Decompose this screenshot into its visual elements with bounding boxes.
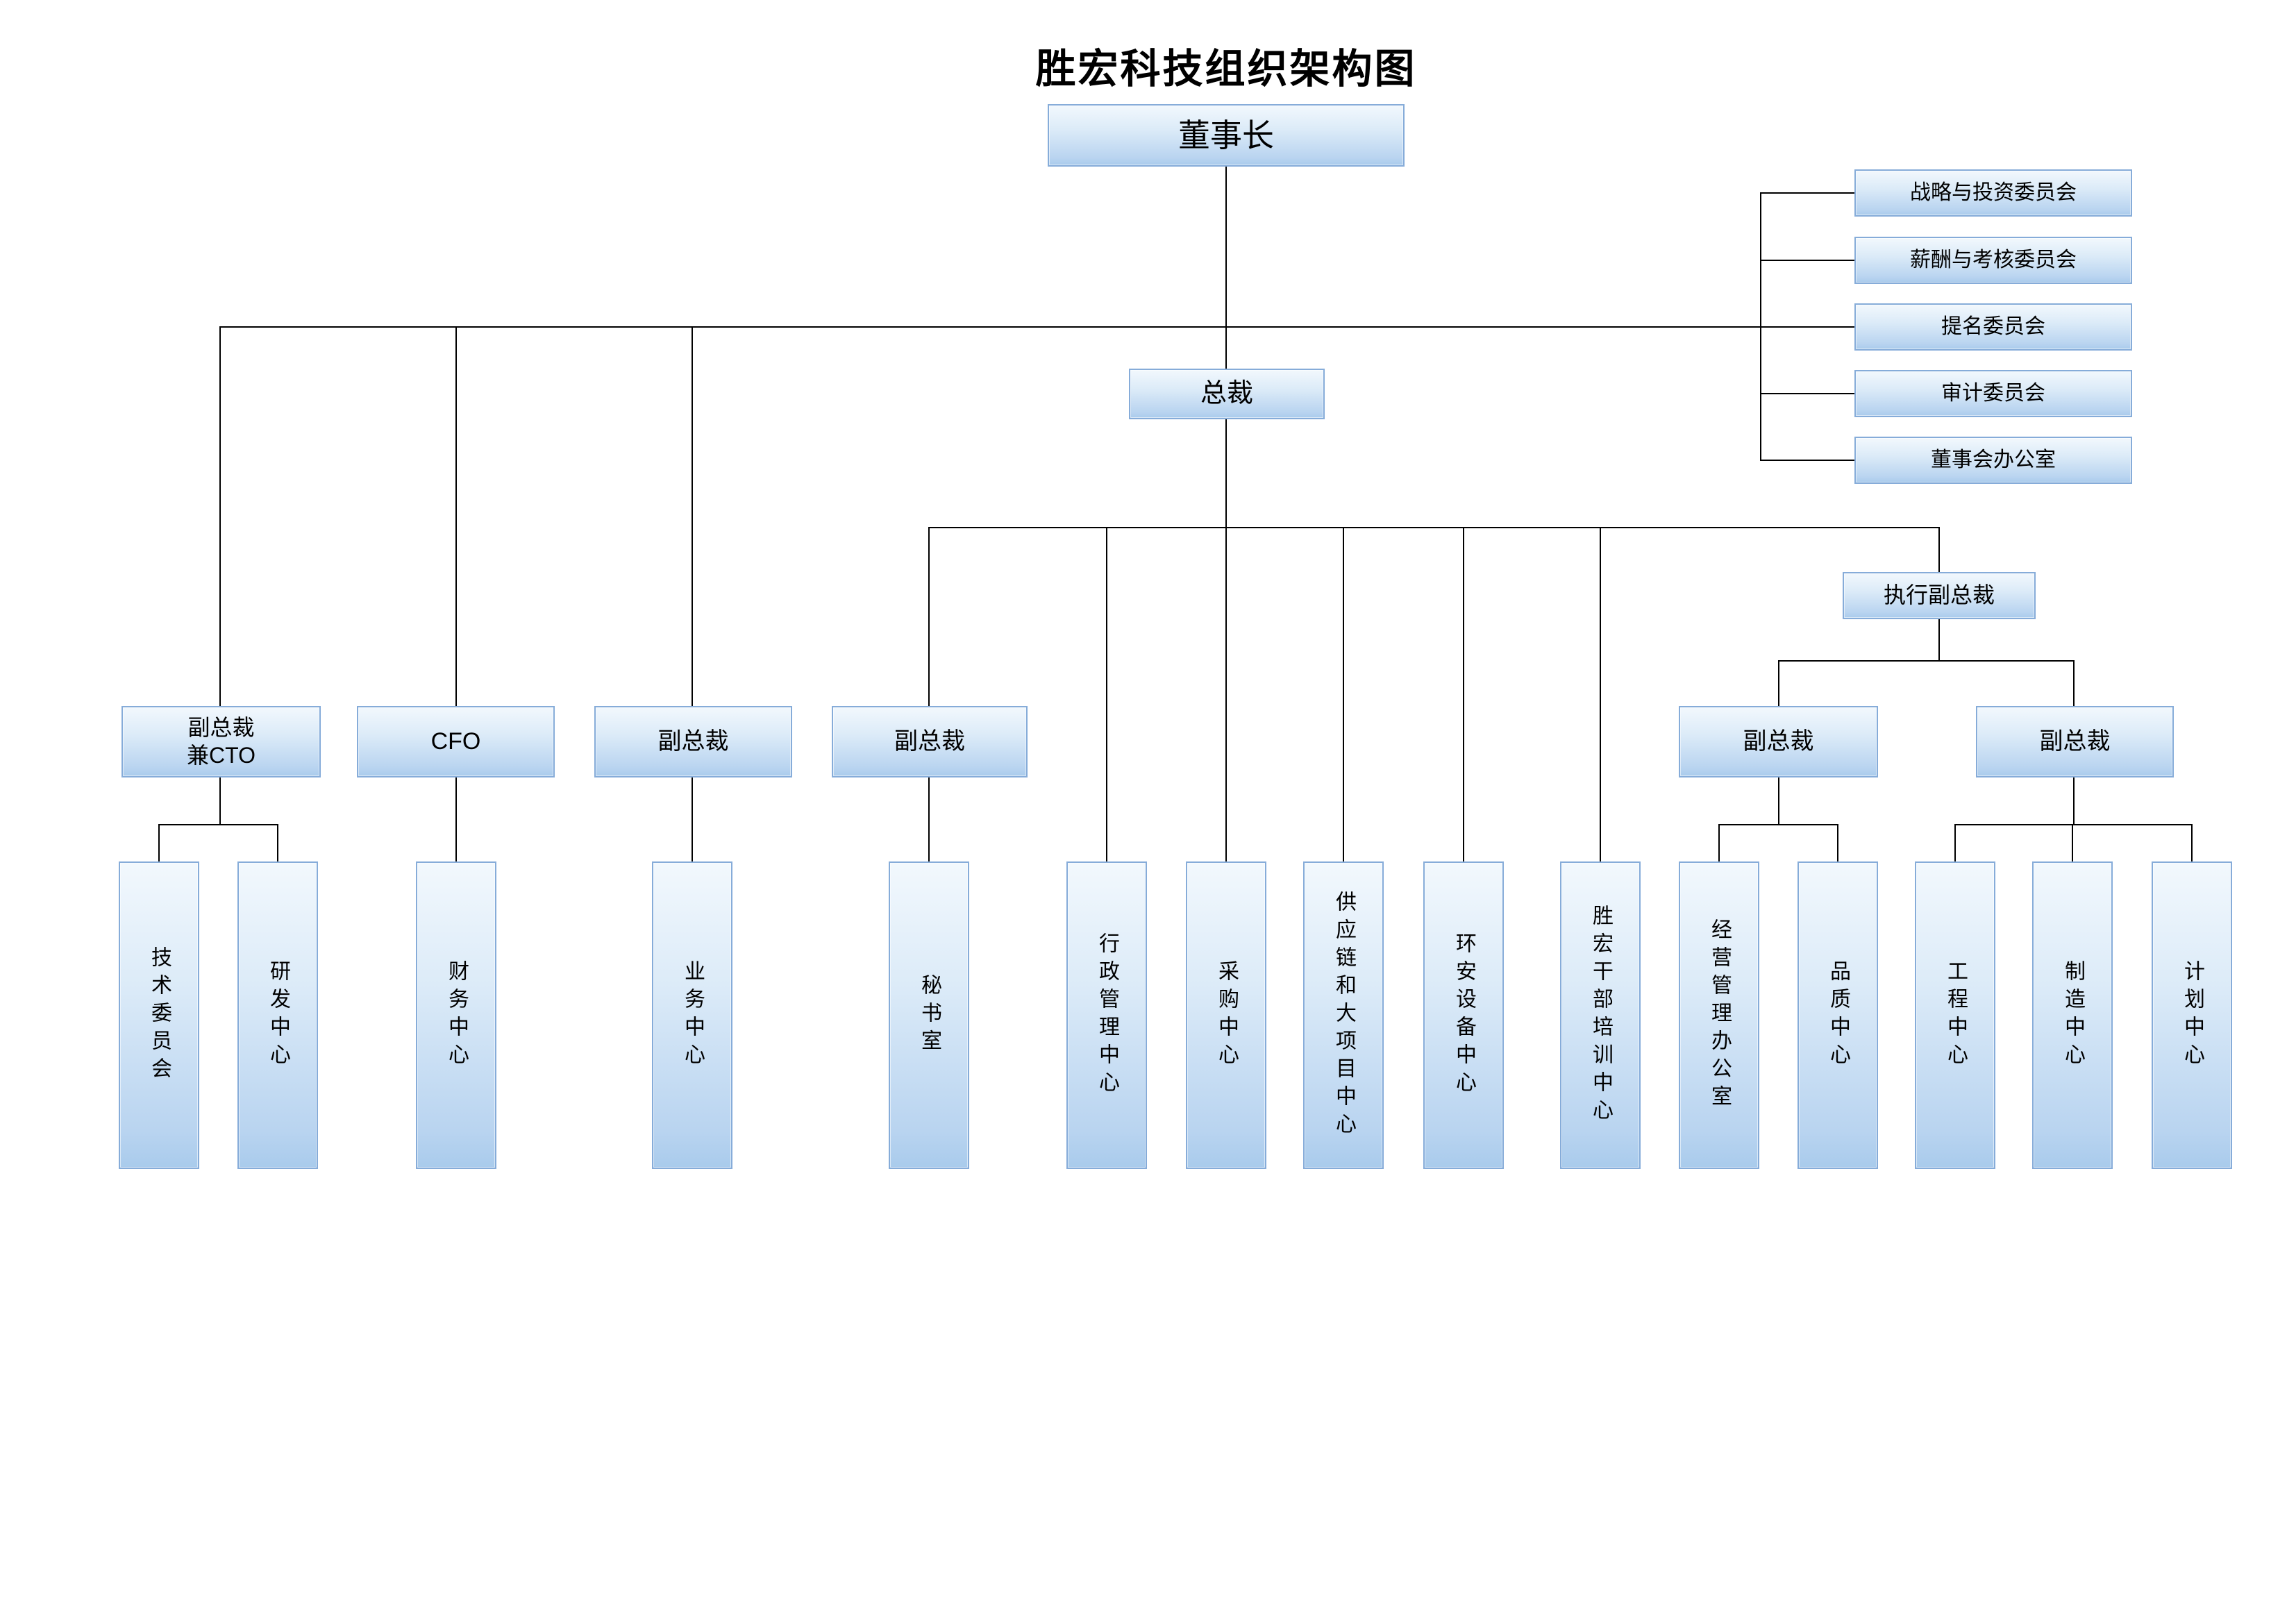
connector-line bbox=[455, 777, 457, 861]
connector-line bbox=[1954, 824, 2193, 825]
connector-line bbox=[1778, 660, 2075, 662]
connector-line bbox=[1225, 167, 1227, 369]
connector-line bbox=[1718, 825, 1720, 861]
connector-line bbox=[277, 825, 278, 861]
connector-line bbox=[1760, 460, 1854, 461]
node-dept-ehs-center: 环安设备中心 bbox=[1423, 861, 1504, 1169]
connector-line bbox=[1760, 193, 1761, 460]
connector-line bbox=[219, 326, 1854, 328]
node-dept-secretary-office: 秘书室 bbox=[889, 861, 969, 1169]
connector-line bbox=[219, 777, 221, 825]
connector-line bbox=[2191, 825, 2193, 861]
node-vp-a: 副总裁 bbox=[594, 706, 792, 777]
connector-line bbox=[455, 327, 457, 706]
connector-line bbox=[1760, 192, 1854, 194]
node-president: 总裁 bbox=[1129, 369, 1325, 419]
connector-line bbox=[1954, 825, 1956, 861]
connector-line bbox=[1760, 393, 1854, 394]
connector-line bbox=[1463, 528, 1464, 861]
connector-line bbox=[2072, 825, 2073, 861]
node-committee-compensation-assessment: 薪酬与考核委员会 bbox=[1854, 237, 2132, 284]
node-vp-cto: 副总裁 兼CTO bbox=[121, 706, 321, 777]
node-dept-admin-center: 行政管理中心 bbox=[1066, 861, 1147, 1169]
node-executive-vp: 执行副总裁 bbox=[1843, 572, 2036, 619]
chart-title: 胜宏科技组织架构图 bbox=[1035, 47, 1417, 92]
connector-line bbox=[1600, 528, 1601, 861]
connector-line bbox=[1778, 661, 1779, 706]
connector-line bbox=[692, 777, 693, 861]
node-committee-audit: 审计委员会 bbox=[1854, 370, 2132, 417]
connector-line bbox=[1225, 419, 1227, 861]
connector-line bbox=[928, 777, 930, 861]
node-dept-om-office: 经营管理办公室 bbox=[1679, 861, 1759, 1169]
node-vp-c: 副总裁 bbox=[1679, 706, 1878, 777]
node-dept-cadre-training-center: 胜宏干部培训中心 bbox=[1560, 861, 1641, 1169]
node-committee-nomination: 提名委员会 bbox=[1854, 303, 2132, 351]
connector-line bbox=[928, 527, 1940, 528]
connector-line bbox=[2073, 777, 2075, 825]
node-dept-rd-center: 研发中心 bbox=[237, 861, 318, 1169]
node-vp-b: 副总裁 bbox=[832, 706, 1028, 777]
node-dept-quality-center: 品质中心 bbox=[1798, 861, 1878, 1169]
connector-line bbox=[1778, 777, 1779, 825]
connector-line bbox=[692, 327, 693, 706]
node-committee-strategy-investment: 战略与投资委员会 bbox=[1854, 169, 2132, 217]
connector-line bbox=[1938, 619, 1940, 661]
connector-line bbox=[1343, 528, 1344, 861]
connector-line bbox=[1760, 260, 1854, 261]
connector-line bbox=[2073, 661, 2075, 706]
node-cfo: CFO bbox=[357, 706, 555, 777]
connector-line bbox=[219, 327, 221, 706]
connector-line bbox=[1837, 825, 1838, 861]
node-dept-finance-center: 财务中心 bbox=[416, 861, 496, 1169]
node-dept-procurement-center: 采购中心 bbox=[1186, 861, 1266, 1169]
node-dept-business-center: 业务中心 bbox=[652, 861, 732, 1169]
node-dept-engineering-center: 工程中心 bbox=[1915, 861, 1995, 1169]
connector-line bbox=[1938, 528, 1940, 572]
node-chairman: 董事长 bbox=[1048, 104, 1405, 167]
connector-line bbox=[158, 824, 278, 825]
connector-line bbox=[928, 528, 930, 706]
node-dept-planning-center: 计划中心 bbox=[2152, 861, 2232, 1169]
node-vp-d: 副总裁 bbox=[1976, 706, 2174, 777]
node-board-office: 董事会办公室 bbox=[1854, 437, 2132, 484]
node-dept-supply-chain-center: 供应链和大项目中心 bbox=[1303, 861, 1384, 1169]
connector-line bbox=[158, 825, 160, 861]
connector-line bbox=[1106, 528, 1107, 861]
connector-line bbox=[1718, 824, 1838, 825]
node-dept-tech-committee: 技术委员会 bbox=[119, 861, 199, 1169]
node-dept-manufacturing-center: 制造中心 bbox=[2032, 861, 2113, 1169]
